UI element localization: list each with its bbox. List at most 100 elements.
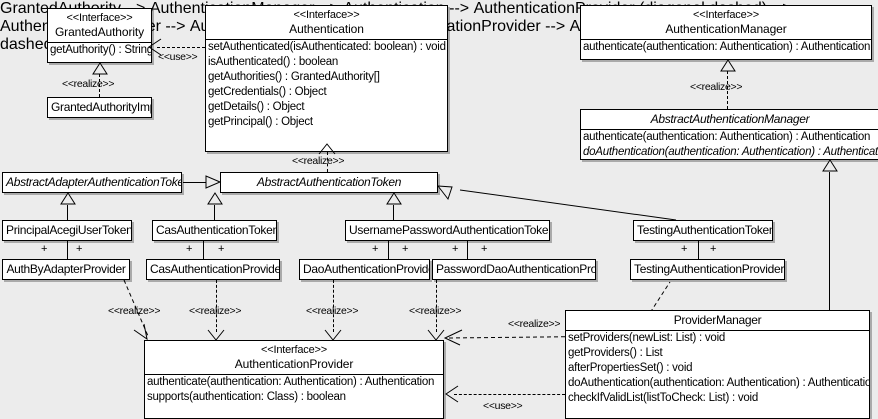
class-name: AbstractAdapterAuthenticationToken	[6, 175, 182, 189]
class-testing-authentication-token[interactable]: TestingAuthenticationToken	[633, 220, 773, 241]
stereotype-label: <<Interface>>	[293, 9, 360, 21]
compartment-divider	[581, 39, 871, 40]
generalization-triangle-authentication-manager	[720, 59, 736, 72]
generalization-triangle-abstract-authentication-manager	[822, 159, 838, 172]
realize-line-granted-authority-impl	[99, 74, 100, 97]
use-label-provider-manager: <<use>>	[483, 400, 523, 412]
class-password-dao-authentication-provider[interactable]: PasswordDaoAuthenticationProvider	[432, 259, 596, 280]
association-line-testing-token-provider	[698, 241, 699, 259]
operation: setProviders(newList: List) : void	[568, 332, 726, 344]
generalization-line-testing-authentication-token	[436, 185, 677, 221]
class-testing-authentication-provider[interactable]: TestingAuthenticationProvider	[630, 259, 785, 280]
operation: doAuthentication(authentication: Authent…	[568, 377, 870, 389]
association-line-cas-token-provider	[203, 241, 204, 259]
multiplicity-marker: +	[41, 243, 48, 255]
compartment-divider	[566, 330, 869, 331]
realize-label-abstract-authentication-token: <<realize>>	[292, 155, 345, 167]
operation: doAuthentication(authentication: Authent…	[583, 146, 878, 158]
realize-label-password-dao-authentication-provider: <<realize>>	[409, 305, 462, 317]
class-header: <<Interface>> AuthenticationProvider	[145, 341, 443, 374]
realize-label-abstract-authentication-manager: <<realize>>	[690, 81, 743, 93]
class-name: AbstractAuthenticationToken	[256, 175, 402, 189]
association-line-username-token-dao-provider	[388, 241, 389, 259]
use-arrowhead-authentication-provider	[445, 385, 459, 403]
class-header: <<Interface>> AuthenticationManager	[581, 6, 871, 39]
compartment-divider	[206, 39, 447, 40]
class-name: PrincipalAcegiUserToken	[6, 223, 132, 237]
realize-label-cas-authentication-provider: <<realize>>	[189, 305, 242, 317]
class-name: TestingAuthenticationProvider	[634, 262, 785, 276]
realize-arrowhead-dao-provider	[324, 329, 342, 341]
class-abstract-authentication-manager[interactable]: AbstractAuthenticationManager authentica…	[580, 109, 878, 160]
multiplicity-marker: +	[481, 243, 488, 255]
operation: getPrincipal() : Object	[208, 116, 313, 128]
operation: getAuthority() : String	[50, 44, 152, 56]
class-granted-authority-impl[interactable]: GrantedAuthorityImpl	[47, 97, 152, 118]
operations-compartment: authenticate(authentication: Authenticat…	[581, 130, 878, 159]
class-name: GrantedAuthority	[54, 25, 145, 39]
realize-line-abstract-authentication-token	[327, 152, 328, 172]
use-arrowhead-granted-authority	[148, 38, 162, 56]
operations-compartment: setAuthenticated(isAuthenticated: boolea…	[206, 40, 447, 130]
realize-line-dao-authentication-provider	[333, 280, 334, 332]
class-auth-by-adapter-provider[interactable]: AuthByAdapterProvider	[2, 259, 130, 280]
class-name: Authentication	[289, 22, 364, 36]
multiplicity-marker: +	[372, 243, 379, 255]
class-provider-manager[interactable]: ProviderManager setProviders(newList: Li…	[565, 310, 870, 419]
generalization-triangle-abstract-from-username-password	[386, 192, 402, 205]
class-authentication-provider[interactable]: <<Interface>> AuthenticationProvider aut…	[144, 340, 444, 419]
compartment-divider	[48, 42, 151, 43]
operation: isAuthenticated() : boolean	[208, 56, 339, 68]
generalization-line-principal-acegi-user-token	[67, 205, 68, 220]
class-dao-authentication-provider[interactable]: DaoAuthenticationProvider	[299, 259, 430, 280]
multiplicity-marker: +	[402, 243, 409, 255]
stereotype-label: <<Interface>>	[66, 12, 133, 24]
class-abstract-adapter-authentication-token[interactable]: AbstractAdapterAuthenticationToken	[2, 172, 182, 193]
operation: setAuthenticated(isAuthenticated: boolea…	[208, 41, 446, 53]
operation: getProviders() : List	[568, 347, 663, 359]
association-line-username-token-password-dao-provider	[467, 241, 468, 259]
class-granted-authority[interactable]: <<Interface>> GrantedAuthority getAuthor…	[47, 8, 152, 63]
multiplicity-marker: +	[218, 243, 225, 255]
realize-label-auth-by-adapter-provider: <<realize>>	[108, 305, 161, 317]
class-name: AuthenticationManager	[665, 22, 787, 36]
class-authentication-manager[interactable]: <<Interface>> AuthenticationManager auth…	[580, 5, 872, 60]
realize-arrowhead-authentication	[318, 143, 336, 155]
compartment-divider	[581, 129, 878, 130]
use-line-provider-manager	[454, 394, 565, 395]
class-username-password-authentication-token[interactable]: UsernamePasswordAuthenticationToken	[345, 220, 550, 241]
operation: getCredentials() : Object	[208, 86, 327, 98]
operations-compartment: getAuthority() : String	[48, 43, 151, 58]
multiplicity-marker: +	[76, 243, 83, 255]
class-abstract-authentication-token[interactable]: AbstractAuthenticationToken	[220, 172, 438, 193]
class-cas-authentication-provider[interactable]: CasAuthenticationProvider	[146, 259, 280, 280]
class-name: PasswordDaoAuthenticationProvider	[436, 262, 596, 276]
class-header: <<Interface>> Authentication	[206, 6, 447, 39]
operations-compartment: authenticate(authentication: Authenticat…	[145, 375, 443, 405]
class-name: AuthByAdapterProvider	[6, 262, 126, 276]
operation: checkIfValidList(listToCheck: List) : vo…	[568, 392, 758, 404]
class-principal-acegi-user-token[interactable]: PrincipalAcegiUserToken	[2, 220, 132, 241]
operation: supports(authentication: Class) : boolea…	[147, 391, 346, 403]
realize-label-granted-authority-impl: <<realize>>	[62, 78, 115, 90]
generalization-triangle-abstract-from-cas	[207, 192, 223, 205]
realize-arrowhead-password-dao-provider	[427, 329, 445, 341]
generalization-triangle-adapter-token	[205, 175, 222, 189]
class-name: AbstractAuthenticationManager	[650, 112, 810, 126]
class-name: UsernamePasswordAuthenticationToken	[349, 223, 550, 237]
multiplicity-marker: +	[710, 243, 717, 255]
class-cas-authentication-token[interactable]: CasAuthenticationToken	[152, 220, 277, 241]
class-authentication[interactable]: <<Interface>> Authentication setAuthenti…	[205, 5, 448, 152]
generalization-line-provider-manager	[829, 172, 830, 310]
class-header: <<Interface>> GrantedAuthority	[48, 9, 151, 42]
multiplicity-marker: +	[452, 243, 459, 255]
association-line-principal-token-provider	[67, 241, 68, 259]
class-name: GrantedAuthorityImpl	[51, 100, 152, 114]
realize-label-dao-authentication-provider: <<realize>>	[306, 305, 359, 317]
realize-arrowhead-cas-provider	[207, 329, 225, 341]
realize-line-password-dao-authentication-provider	[436, 280, 437, 332]
operations-compartment: authenticate(authentication: Authenticat…	[581, 40, 871, 55]
compartment-divider	[145, 374, 443, 375]
class-name: CasAuthenticationToken	[156, 223, 277, 237]
